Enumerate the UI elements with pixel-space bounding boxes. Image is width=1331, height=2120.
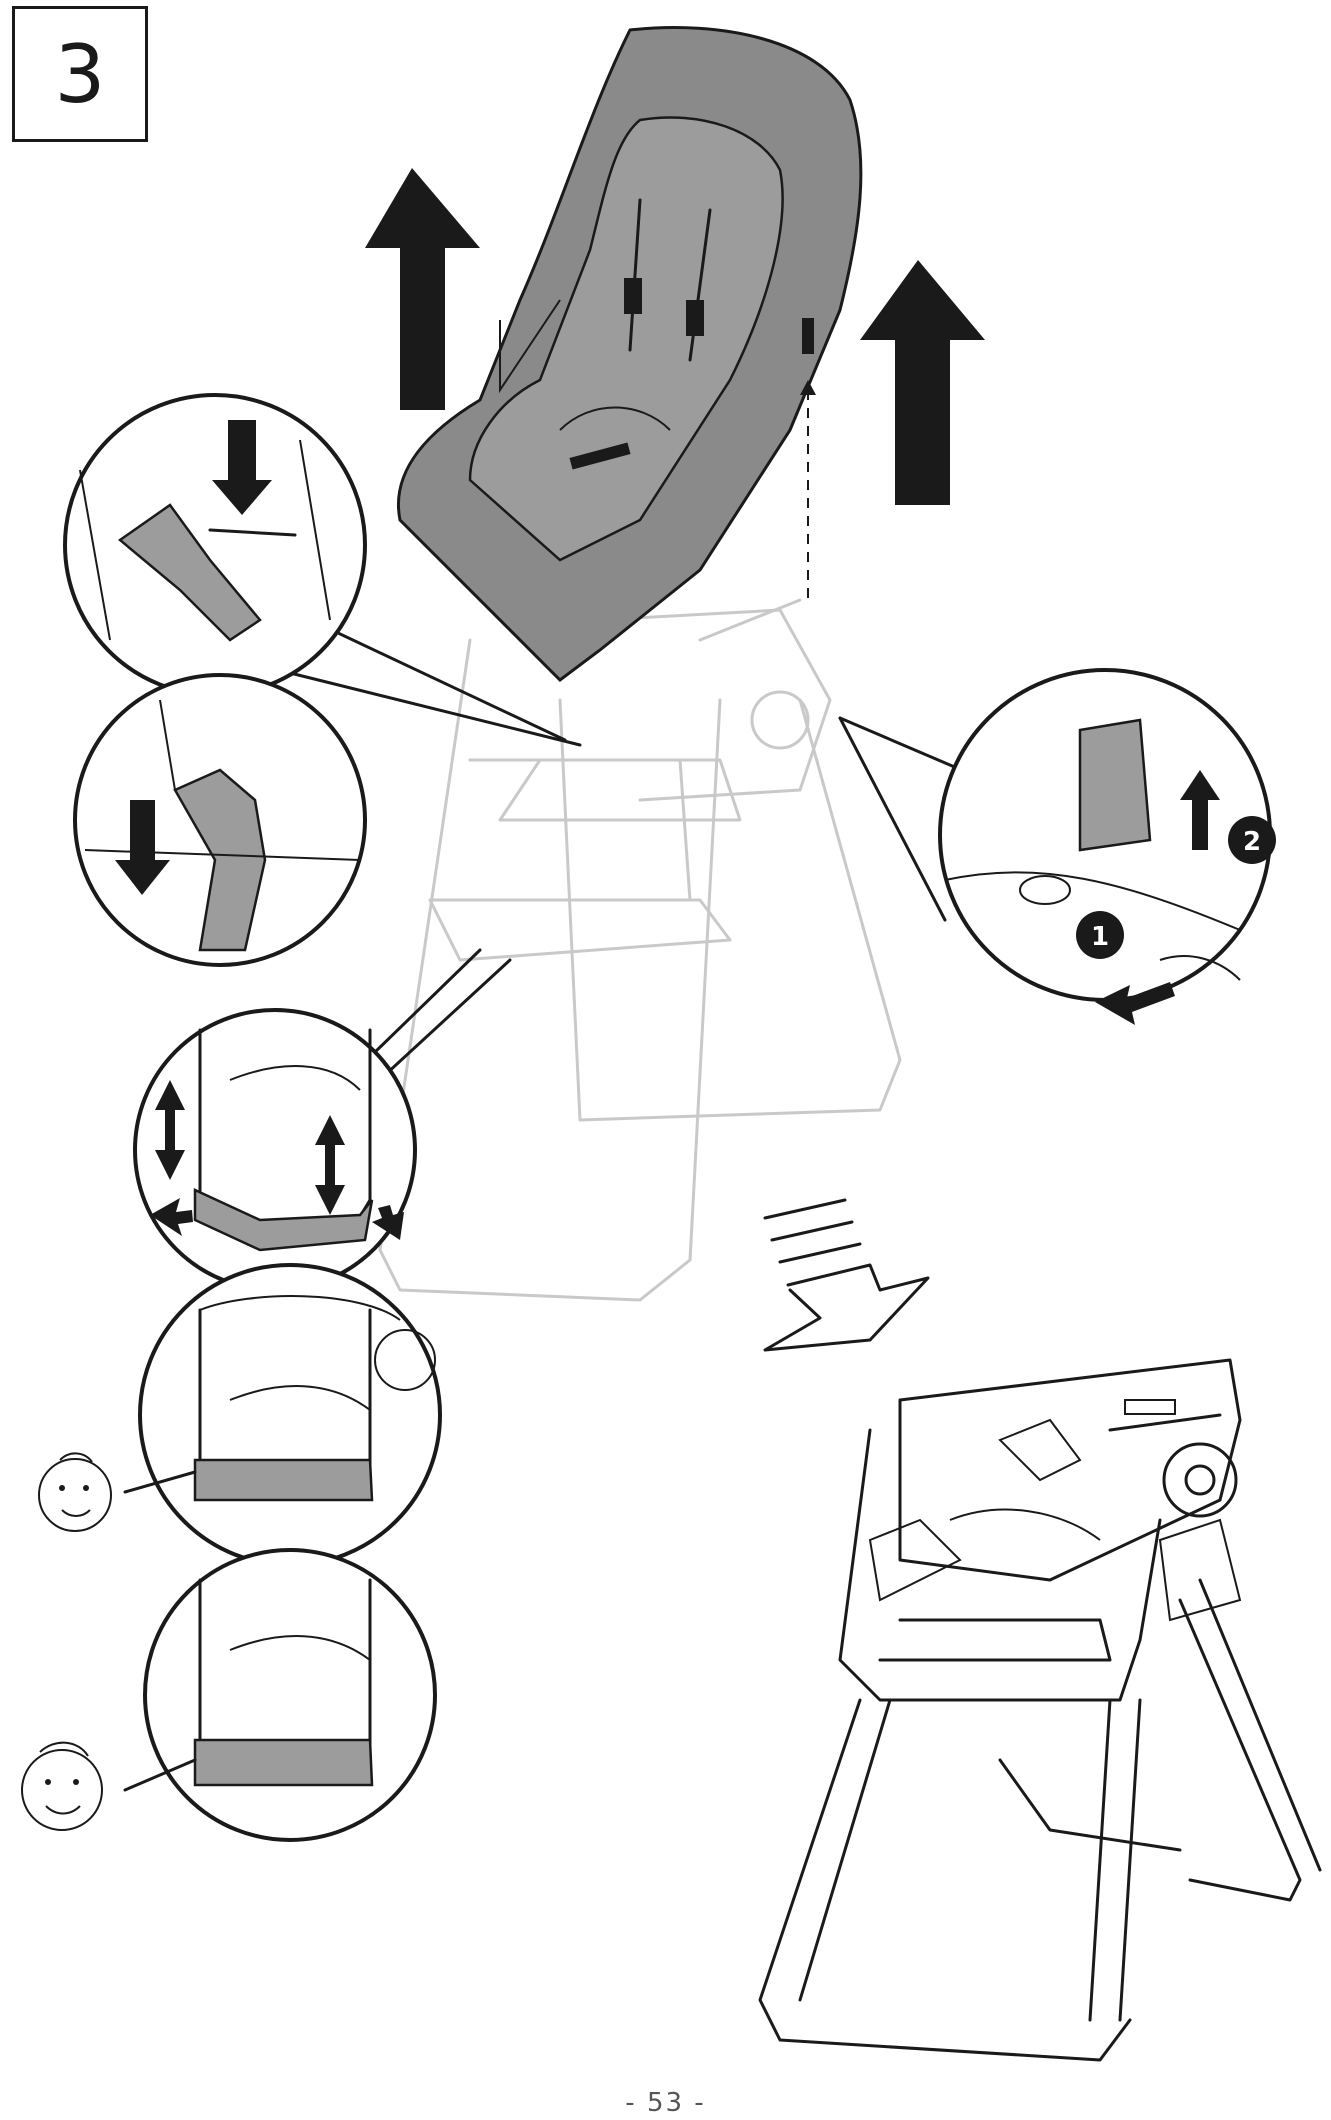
callout-release: 2 1 [838, 668, 1276, 1025]
arrow-up-icon [365, 168, 480, 410]
seat-pad [397, 26, 863, 682]
callout-footrest-adjust [133, 948, 512, 1292]
callout-footrest-large [21, 1548, 437, 1842]
baby-face-icon [38, 1452, 112, 1532]
assembled-high-chair [758, 1358, 1322, 2062]
baby-face-icon [21, 1741, 103, 1831]
page-number: - 53 - [625, 2088, 706, 2118]
double-arrow-icon [315, 1115, 345, 1215]
callout-strap [73, 673, 367, 967]
step-number-box: 3 [12, 6, 148, 142]
outline-arrow-icon [763, 1198, 930, 1352]
badge-2: 2 [1243, 827, 1261, 857]
arrow-up-icon [860, 260, 985, 505]
faint-high-chair [378, 598, 902, 1302]
arrow-down-icon [212, 420, 272, 515]
arrow-down-icon [115, 800, 170, 895]
step-number: 3 [54, 27, 106, 121]
badge-1: 1 [1091, 922, 1109, 952]
callout-footrest-small [38, 1263, 442, 1567]
double-arrow-icon [155, 1080, 185, 1180]
